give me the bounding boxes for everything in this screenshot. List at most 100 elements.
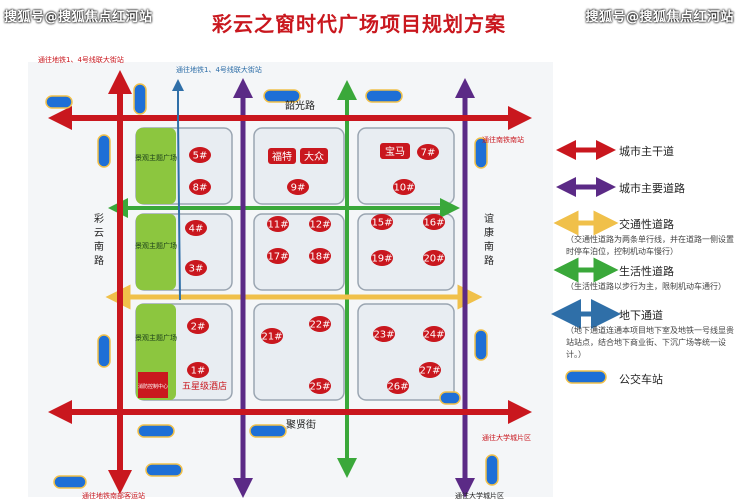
- building-number-label: 18#: [309, 252, 330, 263]
- building-marker: [187, 362, 209, 378]
- bus-stop: [439, 391, 461, 405]
- building-number-label: 3#: [189, 264, 204, 275]
- bus-stop: [53, 475, 87, 489]
- building-number-label: 8#: [193, 183, 208, 194]
- road-name-char: 康: [484, 226, 494, 239]
- building-number-label: 16#: [423, 218, 444, 229]
- plaza-label: 景观主题广场: [135, 241, 177, 250]
- direction-label-east-top: 通往南铁南站: [482, 135, 524, 144]
- legend-main-road-label: 城市主干道: [619, 145, 674, 158]
- hotel-label: 五星级酒店: [182, 380, 227, 392]
- building-marker: [393, 179, 415, 195]
- building-marker: [387, 378, 409, 394]
- bus-stops: [45, 83, 499, 489]
- building-number-label: 25#: [309, 382, 330, 393]
- bus-stop: [137, 424, 175, 438]
- direction-label-bottom-right: 通往大学城片区: [455, 491, 504, 500]
- bus-stop: [474, 137, 488, 169]
- building-marker: [309, 316, 331, 332]
- road-label-south: 聚贤街: [286, 418, 316, 431]
- direction-label-top-left: 通往地铁1、4号线联大街站: [38, 55, 124, 64]
- watermark-right: 搜狐号@搜狐焦点红河站: [585, 10, 734, 25]
- building-number-label: 23#: [373, 330, 394, 341]
- building-marker: [423, 250, 445, 266]
- direction-label-east-bottom: 通往大学城片区: [482, 433, 531, 442]
- building-marker: [423, 214, 445, 230]
- building-marker: [187, 318, 209, 334]
- legend-underpass-note: （地下通道连通本项目地下室及地铁一号线显贵站站点，结合地下商业街、下沉广场等统一…: [566, 326, 734, 359]
- brand-label-vw: 大众: [304, 150, 324, 163]
- legend-underpass-label: 地下通道: [619, 309, 663, 322]
- building-number-label: 22#: [309, 320, 330, 331]
- bus-stop: [97, 334, 111, 368]
- building-marker: [261, 328, 283, 344]
- building-marker: [267, 216, 289, 232]
- building-marker: [423, 326, 445, 342]
- building-number-label: 12#: [309, 220, 330, 231]
- road-name-char: 南: [484, 240, 494, 253]
- building-marker: [267, 248, 289, 264]
- legend-secondary-road-label: 城市主要道路: [619, 182, 685, 195]
- plaza-label: 景观主题广场: [135, 333, 177, 342]
- map-title: 彩云之窗时代广场项目规划方案: [212, 12, 506, 36]
- direction-label-bottom-left: 通往地铁南部客运站: [82, 491, 145, 500]
- brand-labels: 福特 大众 宝马: [268, 143, 410, 164]
- building-number-label: 11#: [267, 220, 288, 231]
- road-label-north: 韶光路: [285, 99, 315, 112]
- underpass-line: [172, 79, 184, 301]
- building-number-label: 2#: [191, 322, 206, 333]
- building-marker: [309, 216, 331, 232]
- bus-stop: [365, 89, 403, 103]
- direction-label-top-center: 通往地铁1、4号线联大街站: [176, 65, 262, 74]
- plaza-1: [136, 128, 176, 204]
- building-marker: [419, 362, 441, 378]
- building-number-label: 19#: [371, 254, 392, 265]
- brand-label-bmw: 宝马: [385, 145, 405, 158]
- brand-label-ford: 福特: [272, 150, 292, 163]
- building-number-label: 7#: [421, 148, 436, 159]
- building-number-label: 4#: [189, 224, 204, 235]
- legend-traffic-road-note: （交通性道路为两条单行线，并在道路一侧设置时停车泊位，控制机动车慢行）: [566, 235, 734, 256]
- legend-life-road-label: 生活性道路: [619, 265, 674, 278]
- bus-stop: [133, 83, 147, 115]
- road-name-char: 路: [94, 254, 104, 267]
- building-marker: [417, 144, 439, 160]
- bus-stop: [97, 134, 111, 168]
- building-number-label: 15#: [371, 218, 392, 229]
- legend-icons: [551, 140, 621, 384]
- plaza-2: [136, 214, 176, 290]
- legend-traffic-road-label: 交通性道路: [619, 218, 674, 231]
- road-name-char: 路: [484, 254, 494, 267]
- building-number-label: 24#: [423, 330, 444, 341]
- road-name-char: 彩: [94, 213, 104, 225]
- building-marker: [287, 179, 309, 195]
- building-number-label: 20#: [423, 254, 444, 265]
- building-number-label: 1#: [191, 366, 206, 377]
- building-marker: [185, 220, 207, 236]
- legend-bus-icon: [565, 370, 607, 384]
- plaza-label: 景观主题广场: [135, 153, 177, 162]
- road-name-char: 云: [94, 228, 104, 239]
- building-number-label: 17#: [267, 252, 288, 263]
- city-blocks: [135, 127, 455, 401]
- building-marker: [189, 179, 211, 195]
- building-marker: [373, 326, 395, 342]
- watermark-left: 搜狐号@搜狐焦点红河站: [4, 10, 153, 25]
- bus-stop: [145, 463, 183, 477]
- building-number-label: 9#: [291, 183, 306, 194]
- building-number-label: 27#: [419, 366, 440, 377]
- building-marker: [189, 147, 211, 163]
- building-marker: [309, 248, 331, 264]
- building-number-label: 26#: [387, 382, 408, 393]
- building-marker: [309, 378, 331, 394]
- building-marker: [371, 250, 393, 266]
- legend-bus-label: 公交车站: [619, 373, 663, 386]
- fire-control-label: 消防控制中心: [138, 383, 168, 390]
- building-number-label: 10#: [393, 183, 414, 194]
- building-number-label: 5#: [193, 151, 208, 162]
- legend-life-road-note: （生活性道路以步行为主，限制机动车通行）: [566, 282, 726, 291]
- building-number-label: 21#: [261, 332, 282, 343]
